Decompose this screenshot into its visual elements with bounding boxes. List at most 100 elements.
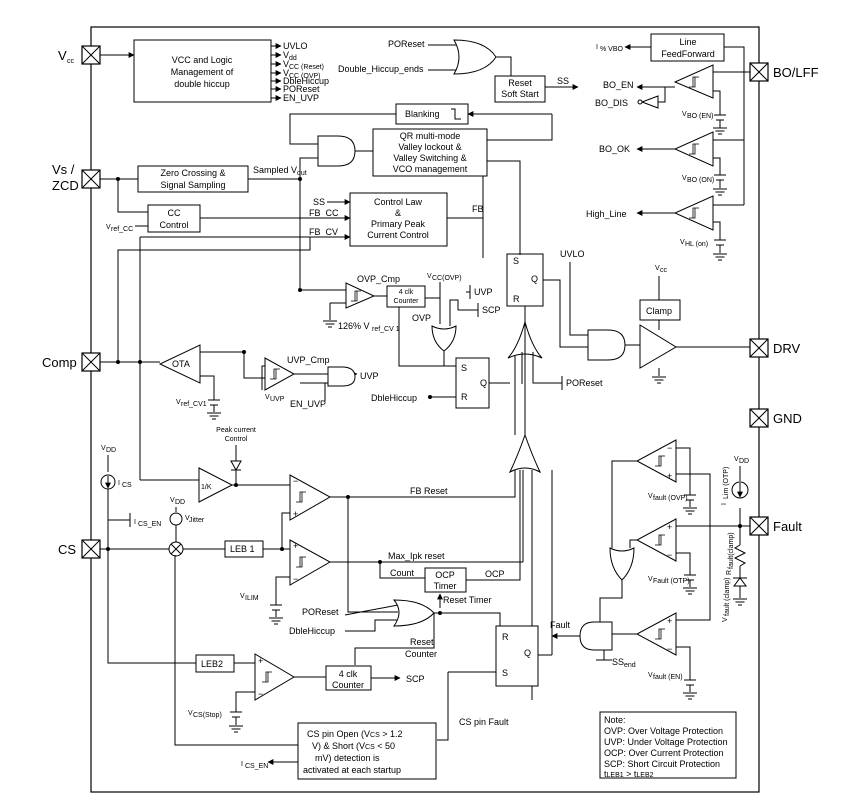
svg-text:+: +	[667, 616, 672, 626]
svg-text:Sampled V: Sampled V	[253, 165, 297, 175]
svg-text:OVP: Over Voltage Protection: OVP: Over Voltage Protection	[604, 726, 723, 736]
svg-text:DD: DD	[175, 499, 185, 506]
svg-text:LEB2: LEB2	[201, 659, 223, 669]
svg-text:R: R	[461, 392, 468, 402]
svg-text:BO/LFF: BO/LFF	[773, 65, 819, 80]
svg-text:CS pin Open (VCS > 1.2: CS pin Open (VCS > 1.2	[307, 729, 403, 739]
scp-counter-block	[325, 665, 372, 691]
svg-text:Q: Q	[531, 274, 538, 284]
svg-text:QR multi-mode: QR multi-mode	[400, 131, 461, 141]
svg-text:Vs /: Vs /	[52, 162, 75, 177]
cs-detection-section: CS pin Open (VCS > 1.2 V) & Short (VCS <…	[174, 555, 437, 780]
svg-text:I: I	[241, 761, 243, 768]
cs-detection-block	[297, 722, 437, 780]
svg-text:mV) detection is: mV) detection is	[315, 753, 380, 763]
svg-text:CC (OVP): CC (OVP)	[289, 73, 321, 80]
svg-text:ref_CV1: ref_CV1	[181, 401, 207, 408]
svg-text:POReset: POReset	[283, 84, 320, 94]
svg-text:FeedForward: FeedForward	[661, 49, 715, 59]
svg-text:FB_CC: FB_CC	[309, 208, 339, 218]
svg-text:V: V	[240, 593, 245, 600]
svg-text:Peak current: Peak current	[216, 427, 256, 434]
svg-text:Zero Crossing &: Zero Crossing &	[160, 168, 225, 178]
svg-text:Counter: Counter	[332, 680, 364, 690]
svg-text:UVP: UVP	[360, 371, 379, 381]
svg-text:−: −	[293, 476, 298, 486]
sr-latch-bottom: R Q S CS pin Fault	[437, 470, 553, 741]
svg-text:SS: SS	[612, 657, 624, 667]
svg-text:double hiccup: double hiccup	[174, 79, 230, 89]
svg-text:Line: Line	[679, 37, 696, 47]
svg-text:−: −	[667, 550, 672, 560]
sr-latch-top: S Q R POReset UVLO	[506, 249, 603, 435]
pin-drv: DRV	[749, 338, 801, 358]
uvp-comparator	[264, 357, 296, 391]
svg-text:DbleHiccup: DbleHiccup	[371, 393, 417, 403]
drv-section: Clamp V cc	[587, 265, 750, 384]
fault-ovp-comparator	[635, 439, 677, 483]
svg-text:SCP: Short Circuit Protection: SCP: Short Circuit Protection	[604, 759, 720, 769]
sr-latch-mid-block	[455, 357, 490, 409]
driver-buffer	[639, 324, 677, 369]
svg-text:POReset: POReset	[566, 378, 603, 388]
zero-crossing-block	[137, 165, 249, 193]
svg-text:Valley Switching &: Valley Switching &	[393, 153, 466, 163]
svg-text:V: V	[722, 617, 729, 622]
svg-text:ref_CC: ref_CC	[111, 226, 133, 233]
or-gate-main	[508, 433, 542, 474]
svg-text:+: +	[293, 509, 298, 519]
pin-comp: Comp	[42, 352, 101, 372]
svg-text:−: −	[293, 574, 298, 584]
svg-text:UVP_Cmp: UVP_Cmp	[287, 355, 330, 365]
svg-text:BO_EN: BO_EN	[603, 80, 634, 90]
bo-ok-comparator	[673, 131, 714, 167]
svg-text:Reset: Reset	[508, 78, 532, 88]
svg-text:Note:: Note:	[604, 715, 626, 725]
svg-text:OTA: OTA	[172, 359, 190, 369]
svg-text:−: −	[667, 443, 672, 453]
svg-text:fault (clamp): fault (clamp)	[724, 577, 731, 616]
svg-text:V: V	[101, 445, 106, 452]
bo-en-comparator	[673, 64, 714, 99]
svg-text:V) & Short (VCS < 50: V) & Short (VCS < 50	[312, 741, 395, 751]
comp-section: OTA V ref_CV1 UVP_Cmp V UVP UVP EN_UVP	[100, 344, 379, 420]
svg-text:UVLO: UVLO	[560, 249, 585, 259]
svg-text:Max_Ipk reset: Max_Ipk reset	[388, 551, 445, 561]
pin-vs-zcd: Vs / ZCD	[52, 162, 101, 193]
svg-text:tLEB1 > tLEB2: tLEB1 > tLEB2	[604, 769, 654, 779]
reset-softstart-section: POReset Double_Hiccup_ends Reset Soft St…	[338, 39, 579, 103]
svg-text:Control: Control	[225, 436, 248, 443]
svg-text:BO (ON): BO (ON)	[687, 177, 714, 184]
svg-text:Timer: Timer	[434, 581, 457, 591]
svg-text:R: R	[513, 294, 520, 304]
svg-text:CC (Reset): CC (Reset)	[289, 64, 324, 71]
svg-text:V: V	[283, 68, 289, 78]
svg-text:V: V	[655, 265, 660, 272]
svg-text:Double_Hiccup_ends: Double_Hiccup_ends	[338, 64, 424, 74]
svg-text:V: V	[176, 399, 181, 406]
svg-text:SS: SS	[557, 76, 569, 86]
line-feedforward-block	[650, 33, 725, 62]
svg-text:V: V	[682, 175, 687, 182]
svg-text:V: V	[648, 672, 653, 679]
ocp-timer-block	[424, 567, 467, 593]
svg-text:SCP: SCP	[406, 674, 425, 684]
qr-block	[372, 128, 488, 177]
svg-text:V: V	[734, 456, 739, 463]
clamp-block	[639, 299, 681, 321]
svg-text:UVP: Under Voltage Protection: UVP: Under Voltage Protection	[604, 737, 728, 747]
svg-text:R: R	[726, 570, 733, 575]
svg-text:Primary Peak: Primary Peak	[371, 219, 426, 229]
svg-text:VCC and Logic: VCC and Logic	[172, 55, 233, 65]
svg-text:UVLO: UVLO	[283, 41, 308, 51]
svg-text:OVP: OVP	[412, 313, 431, 323]
svg-text:126% V: 126% V	[338, 321, 370, 331]
svg-text:&: &	[395, 208, 401, 218]
qr-section: Blanking QR multi-mode Valley lockout & …	[289, 103, 553, 255]
svg-text:ILIM: ILIM	[245, 595, 259, 602]
svg-text:dd: dd	[289, 55, 297, 62]
high-line-comparator	[673, 195, 714, 231]
bo-section: Line FeedForward I % VBO BO_EN BO_DIS V …	[586, 33, 750, 261]
svg-text:Reset: Reset	[410, 637, 434, 647]
